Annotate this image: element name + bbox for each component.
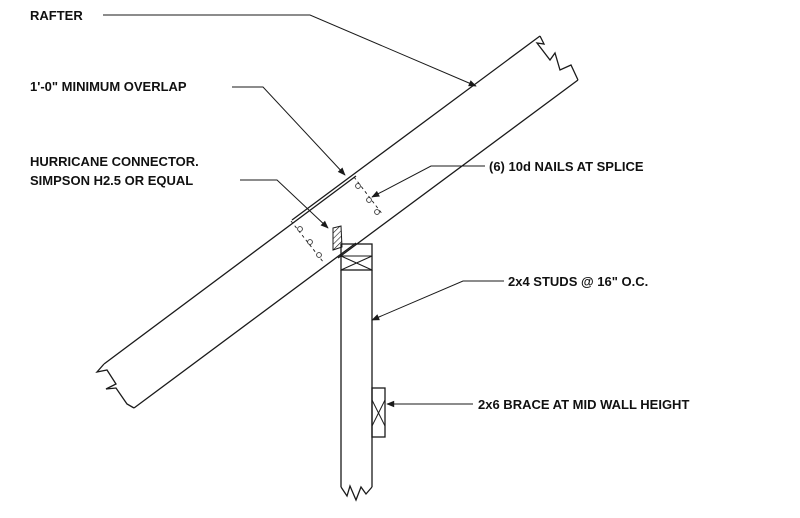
rafter-lower-member: [95, 175, 357, 409]
studs-label: 2x4 STUDS @ 16" O.C.: [508, 274, 648, 289]
nail: [366, 197, 372, 203]
splice-nails: [297, 183, 380, 258]
studs-leader: [371, 280, 504, 321]
overlap-label: 1'-0" MINIMUM OVERLAP: [30, 79, 187, 94]
rafter-label: RAFTER: [30, 8, 83, 23]
stud-wall: [340, 270, 373, 502]
nail: [355, 183, 361, 189]
overlap-leader: [232, 86, 346, 176]
brace-block: [371, 387, 386, 438]
nail: [374, 209, 380, 215]
connector-leader: [240, 179, 329, 229]
rafter-upper-member: [291, 35, 579, 259]
connector-label-line1: HURRICANE CONNECTOR.: [30, 154, 199, 169]
top-plate: [340, 243, 373, 271]
nails-leader: [371, 165, 485, 198]
hurricane-connector: [332, 225, 343, 251]
nail: [297, 226, 303, 232]
brace-label: 2x6 BRACE AT MID WALL HEIGHT: [478, 397, 689, 412]
nail: [316, 252, 322, 258]
splice-edge-upper: [353, 176, 384, 216]
connector-label-line2: SIMPSON H2.5 OR EQUAL: [30, 173, 193, 188]
nails-label: (6) 10d NAILS AT SPLICE: [489, 159, 644, 174]
nail: [307, 239, 313, 245]
rafter-leader: [103, 14, 477, 87]
